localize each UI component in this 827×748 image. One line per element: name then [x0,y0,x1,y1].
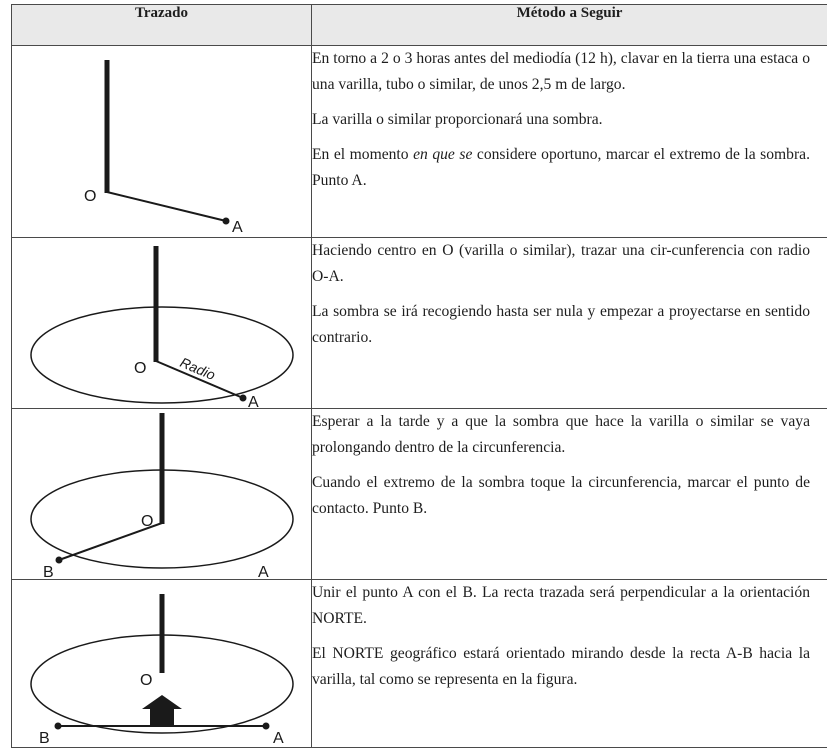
table-row: O B A Esperar a la tarde y a que la somb… [11,408,827,580]
shadow-line [106,191,227,222]
point-a-dot [239,394,247,402]
row1-paragraph-3: En el momento en que se considere oportu… [312,142,811,194]
row1-p3-italic: en que se [413,146,473,163]
row1-p3-after: considere oportuno, marcar el extremo de… [312,146,810,189]
label-b: B [43,564,54,579]
text-cell-3: Esperar a la tarde y a que la sombra que… [311,408,827,580]
figure-point-b: O B A [30,413,294,579]
figure-cell-3: O B A [11,408,312,580]
figure-cell-4: O B A [11,579,312,748]
row3-paragraph-1: Esperar a la tarde y a que la sombra que… [312,413,811,456]
row3-paragraph-2: Cuando el extremo de la sombra toque la … [312,474,811,517]
point-b-dot [55,556,63,564]
label-b: B [39,730,50,747]
text-cell-4: Unir el punto A con el B. La recta traza… [311,579,827,748]
shadow-line [58,522,163,561]
label-o: O [140,672,152,689]
header-row: Trazado Método a Seguir [11,4,827,46]
label-a: A [232,219,243,236]
table-row: O Radio A Haciendo centro en O (varilla … [11,237,827,409]
radius-line [155,360,244,399]
row1-p3-before: En el momento [312,146,414,163]
header-metodo: Método a Seguir [311,4,827,46]
row2-paragraph-2: La sombra se irá recogiendo hasta ser nu… [312,303,811,346]
header-trazado: Trazado [11,4,312,46]
row1-paragraph-2: La varilla o similar proporcionará una s… [312,111,603,128]
circumference [30,306,294,404]
row4-paragraph-1: Unir el punto A con el B. La recta traza… [312,584,811,627]
figure-cell-2: O Radio A [11,237,312,409]
row2-paragraph-1: Haciendo centro en O (varilla o similar)… [312,242,811,285]
label-o: O [141,513,153,530]
label-a: A [258,564,269,579]
figure-cell-1: O A [11,45,312,238]
figure-circle-radius: O Radio A [30,246,294,408]
row4-paragraph-2: El NORTE geográfico estará orientado mir… [312,645,811,688]
label-a: A [248,394,259,408]
table-row: O A En torno a 2 o 3 horas antes del med… [11,45,827,238]
point-b-dot [54,722,62,730]
north-arrow-icon [142,695,182,726]
label-a: A [273,730,284,747]
point-a-dot [262,722,270,730]
text-cell-2: Haciendo centro en O (varilla o similar)… [311,237,827,409]
text-cell-1: En torno a 2 o 3 horas antes del mediodí… [311,45,827,238]
label-o: O [134,360,146,377]
label-o: O [84,188,96,205]
figure-stake-shadow: O A [84,60,243,236]
point-a-dot [222,217,230,225]
table-row: O B A Unir el punto A con el B. La recta… [11,579,827,748]
row1-paragraph-1: En torno a 2 o 3 horas antes del mediodí… [312,50,811,93]
method-table: Trazado Método a Seguir O A En torno a 2… [11,4,827,748]
figure-north: O B A [30,594,294,747]
